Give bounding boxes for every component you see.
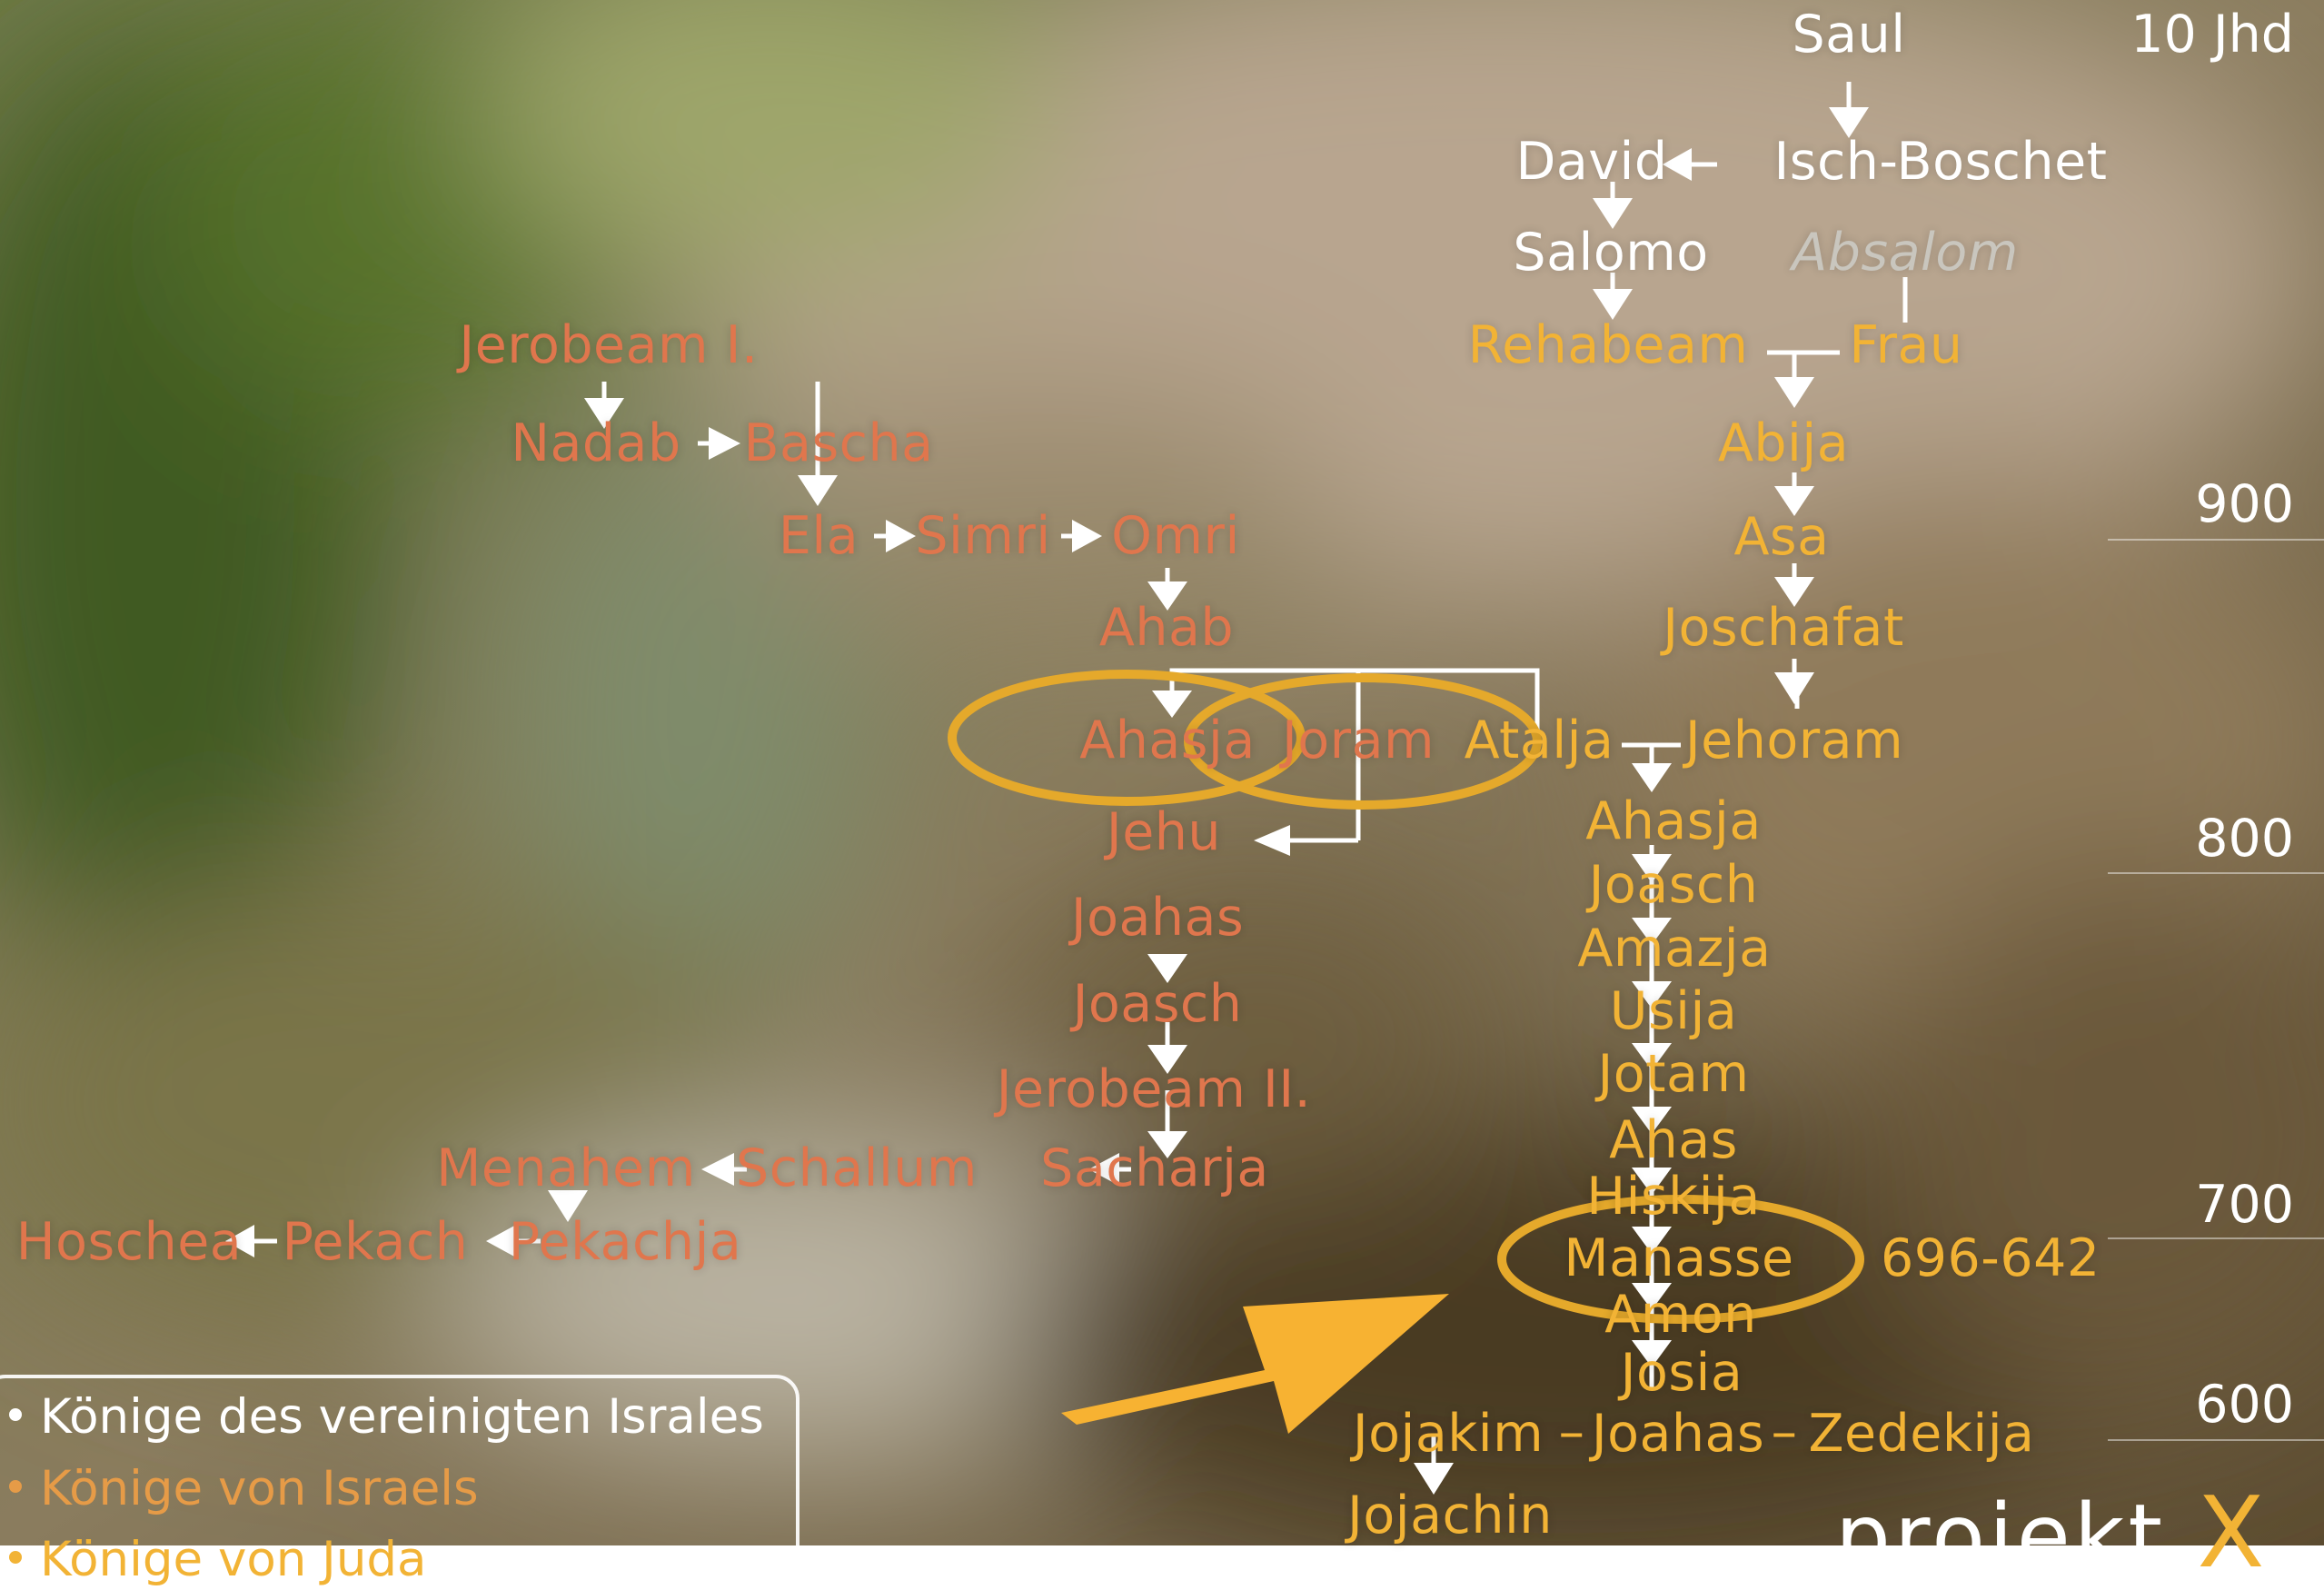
timeline-tick-600 [2108,1439,2324,1441]
legend-dot-israel [9,1480,22,1494]
brand-logo: projekt X [1835,1485,2269,1583]
king-joasch-judah: Joasch [1588,855,1759,915]
king-schallum: Schallum [736,1138,978,1198]
king-ahas: Ahas [1609,1110,1738,1170]
legend-dot-judah [9,1551,22,1565]
king-salomo: Salomo [1513,223,1709,283]
king-jehu: Jehu [1106,802,1222,862]
king-joram: Joram [1281,711,1435,770]
king-hoschea: Hoschea [15,1212,243,1272]
background-photo [0,0,2324,1545]
king-joahas-israel: Joahas [1070,888,1245,948]
king-rehabeam: Rehabeam [1467,315,1749,375]
king-jotam: Jotam [1597,1044,1750,1104]
label-frau: Frau [1849,315,1963,375]
legend-item-judah: Könige von Juda [0,1535,427,1584]
king-simri: Simri [915,506,1051,566]
diagram-connectors [225,107,1869,1495]
king-omri: Omri [1111,506,1240,566]
brand-text: projekt [1835,1486,2166,1587]
king-jerobeam-1: Jerobeam I. [459,315,759,375]
pointer-arrow-icon [1061,1294,1449,1434]
king-manasse: Manasse [1564,1228,1794,1288]
timeline-tick-900 [2108,539,2324,541]
king-saul: Saul [1792,5,1906,65]
king-isch-boschet: Isch-Boschet [1773,132,2108,192]
timeline-700: 700 [2195,1175,2294,1235]
king-abija: Abija [1717,413,1850,473]
legend-label-israel: Könige von Israels [40,1461,479,1516]
timeline-800: 800 [2195,809,2294,869]
dash-1: – [1558,1402,1585,1462]
king-zedekija: Zedekija [1808,1404,2035,1464]
king-david: David [1515,132,1668,192]
timeline-600: 600 [2195,1375,2294,1435]
king-ahasja-judah: Ahasja [1585,791,1762,851]
king-amon: Amon [1604,1285,1757,1345]
king-joasch-israel: Joasch [1072,974,1243,1034]
legend-dot-united [9,1408,22,1422]
timeline-tick-700 [2108,1237,2324,1239]
king-ela: Ela [778,506,859,566]
arrowheads [225,107,1869,1495]
legend-item-united: Könige des vereinigten Israles [0,1393,764,1441]
king-jojakim: Jojakim [1352,1404,1544,1464]
king-pekachja: Pekachja [508,1212,742,1272]
king-ahab: Ahab [1098,598,1235,658]
manasse-years: 696-642 [1881,1228,2101,1288]
king-asa: Asa [1733,507,1830,567]
brand-mark: X [2197,1476,2269,1590]
timeline-tick-800 [2108,872,2324,874]
king-jojachin: Jojachin [1347,1486,1553,1545]
king-bascha: Bascha [743,413,934,473]
king-josia: Josia [1620,1343,1743,1403]
king-jehoram: Jehoram [1684,711,1904,770]
king-hiskija: Hiskija [1586,1167,1761,1227]
king-ahasja-israel: Ahasja [1079,711,1256,770]
king-usija: Usija [1609,981,1738,1041]
legend-label-judah: Könige von Juda [40,1532,427,1587]
queen-atalja: Atalja [1464,711,1614,770]
legend-item-israel: Könige von Israels [0,1465,479,1513]
king-joschafat: Joschafat [1663,598,1904,658]
king-joahas-judah: Joahas [1591,1404,1765,1464]
timeline-10-jhd: 10 Jhd [2130,5,2294,65]
dash-2: – [1771,1402,1798,1462]
legend-label-united: Könige des vereinigten Israles [40,1389,764,1445]
king-pekach: Pekach [282,1212,469,1272]
king-nadab: Nadab [511,413,681,473]
highlight-ellipses [948,670,1864,1324]
king-jerobeam-2: Jerobeam II. [996,1059,1312,1119]
king-menahem: Menahem [436,1138,696,1198]
absalom: Absalom [1792,223,2019,283]
timeline-900: 900 [2195,474,2294,534]
king-sacharja: Sacharja [1040,1138,1269,1198]
king-amazja: Amazja [1577,919,1772,979]
